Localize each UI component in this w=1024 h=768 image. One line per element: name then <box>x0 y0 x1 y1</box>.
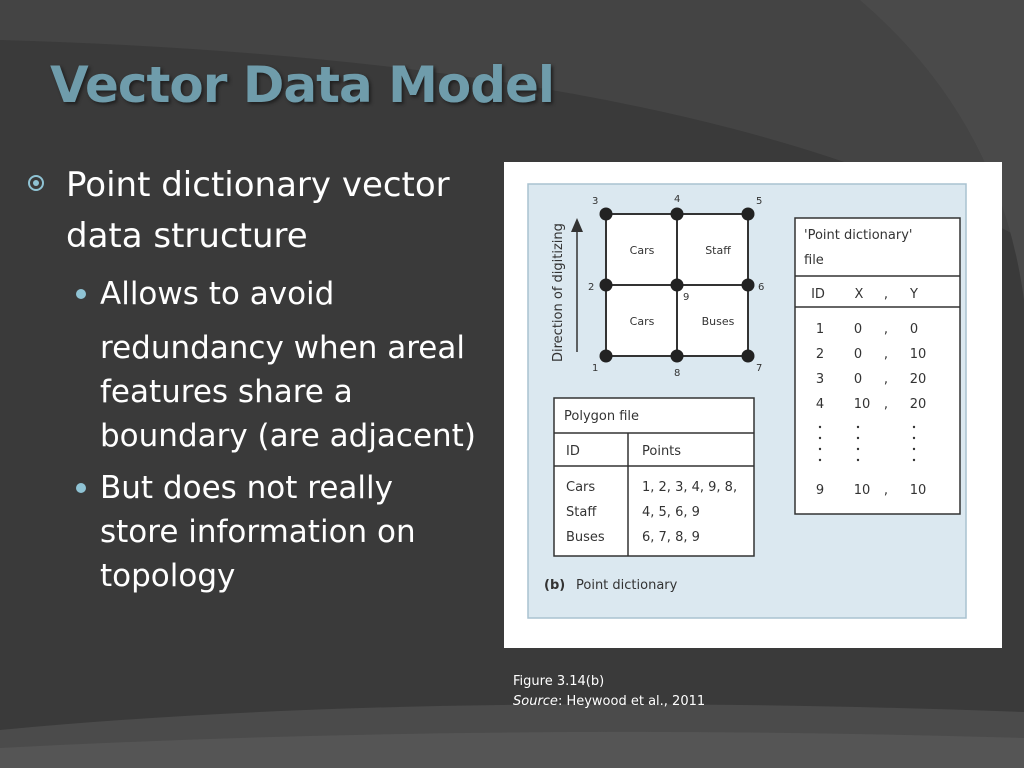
sub-bullet-text: Allows to avoid <box>100 276 335 312</box>
table-cell: 10 <box>854 483 871 498</box>
figure-point-dictionary: Direction of digitizing 1 2 3 4 5 6 7 8 <box>504 162 1002 648</box>
node-label: 5 <box>756 196 762 207</box>
sub-bullet-text: features share a <box>100 374 353 410</box>
panel-caption: Point dictionary <box>576 578 678 593</box>
column-header: , <box>884 287 888 302</box>
table-cell: 4, 5, 6, 9 <box>642 505 700 520</box>
table-cell: 10 <box>854 397 871 412</box>
sub-bullet-text: topology <box>100 558 236 594</box>
node-label: 3 <box>592 196 598 207</box>
node-label: 6 <box>758 282 764 293</box>
sub-bullet-text: But does not really <box>100 470 393 506</box>
table-cell: 0 <box>854 322 862 337</box>
sub-bullet-text: boundary (are adjacent) <box>100 418 476 454</box>
table-cell: , <box>884 347 888 362</box>
sub-bullet-topology: But does not really store information on… <box>24 466 484 598</box>
table-cell: 6, 7, 8, 9 <box>642 530 700 545</box>
sub-bullet-text: store information on <box>100 514 416 550</box>
caption-figure-number: Figure 3.14(b) <box>513 674 605 689</box>
column-header: ID <box>811 287 825 302</box>
dot-bullet-icon <box>76 289 86 299</box>
area-label: Staff <box>705 244 731 257</box>
table-cell: Staff <box>566 505 597 520</box>
table-cell: Cars <box>566 480 595 495</box>
table-cell: 20 <box>910 397 927 412</box>
node-label: 7 <box>756 363 762 374</box>
caption-source-label: Source <box>513 694 558 709</box>
column-header: Y <box>909 287 918 302</box>
table-cell: 0 <box>910 322 918 337</box>
panel-label: (b) <box>544 578 565 593</box>
node-label: 4 <box>674 194 680 205</box>
bullet-list: Point dictionary vector data structure A… <box>24 160 484 598</box>
column-header: Points <box>642 444 681 459</box>
table-cell: , <box>884 483 888 498</box>
table-cell: Buses <box>566 530 605 545</box>
area-label: Cars <box>630 244 655 257</box>
table-cell: 10 <box>910 483 927 498</box>
table-cell: 1 <box>816 322 824 337</box>
direction-label: Direction of digitizing <box>551 223 566 362</box>
table-cell: 10 <box>910 347 927 362</box>
node-label: 9 <box>683 292 689 303</box>
table-cell: 20 <box>910 372 927 387</box>
caption-source-text: : Heywood et al., 2011 <box>557 694 706 709</box>
table-title: 'Point dictionary' <box>804 228 912 243</box>
node-label: 2 <box>588 282 594 293</box>
grid-nodes <box>599 207 755 363</box>
table-cell: , <box>884 372 888 387</box>
table-cell: 9 <box>816 483 824 498</box>
table-title: file <box>804 253 824 268</box>
circle-bullet-icon <box>28 175 44 191</box>
bullet-text: data structure <box>66 216 308 256</box>
table-cell: , <box>884 322 888 337</box>
slide-title: Vector Data Model <box>50 56 555 114</box>
table-title: Polygon file <box>564 409 639 424</box>
ellipsis-dots <box>818 425 916 462</box>
table-cell: , <box>884 397 888 412</box>
up-arrow-icon <box>571 218 583 232</box>
area-label: Buses <box>702 315 735 328</box>
caption-source: Source: Heywood et al., 2011 <box>513 692 705 712</box>
table-cell: 2 <box>816 347 824 362</box>
polygon-file-table: Polygon file ID Points Cars 1, 2, 3, 4, … <box>553 397 755 557</box>
table-cell: 3 <box>816 372 824 387</box>
figure-caption: Figure 3.14(b) Source: Heywood et al., 2… <box>513 672 705 712</box>
area-label: Cars <box>630 315 655 328</box>
column-header: X <box>855 287 864 302</box>
bullet-point-dictionary: Point dictionary vector data structure <box>24 160 484 262</box>
node-label: 1 <box>592 363 598 374</box>
table-cell: 1, 2, 3, 4, 9, 8, <box>642 480 737 495</box>
table-cell: 0 <box>854 372 862 387</box>
node-label: 8 <box>674 368 680 379</box>
bullet-text: Point dictionary vector <box>66 165 450 205</box>
table-cell: 0 <box>854 347 862 362</box>
sub-bullet-text: redundancy when areal <box>100 330 465 366</box>
column-header: ID <box>566 444 580 459</box>
sub-bullet-avoid-redundancy: Allows to avoid redundancy when areal fe… <box>24 272 484 458</box>
table-cell: 4 <box>816 397 824 412</box>
point-dictionary-table: 'Point dictionary' file ID X , Y 1 0 , 0… <box>794 217 961 515</box>
dot-bullet-icon <box>76 483 86 493</box>
